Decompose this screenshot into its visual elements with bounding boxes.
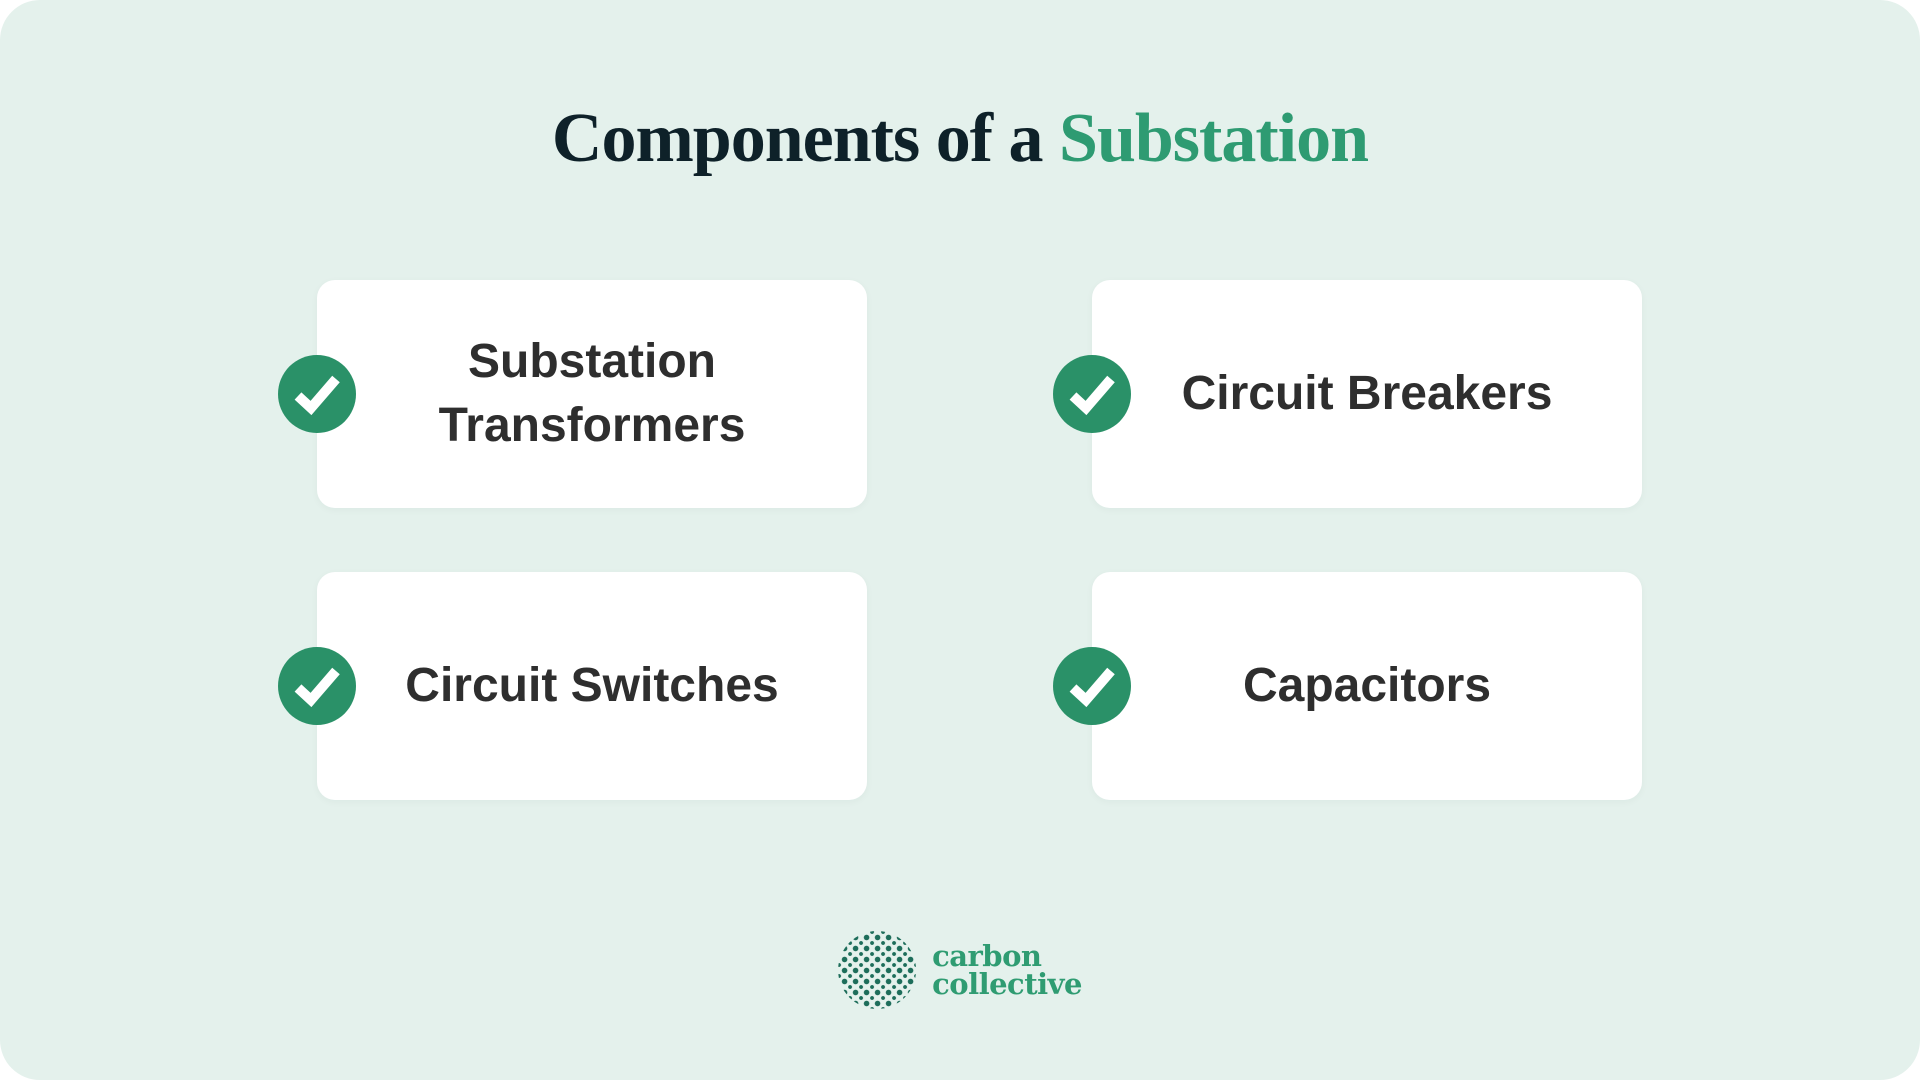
carbon-collective-logo: carbon collective: [838, 931, 1082, 1009]
logo-wordmark: carbon collective: [932, 939, 1082, 1001]
component-card-substation-transformers: Substation Transformers: [278, 280, 867, 508]
page-title: Components of a Substation: [0, 103, 1920, 175]
halftone-globe-icon: [838, 931, 917, 1009]
component-card-circuit-breakers: Circuit Breakers: [1053, 280, 1642, 508]
components-grid: Substation Transformers Circuit Breakers…: [278, 280, 1642, 800]
logo-wordmark-line2: collective: [932, 967, 1082, 1001]
component-label: Circuit Switches: [405, 659, 779, 712]
component-label: Substation Transformers: [438, 335, 746, 452]
component-card-circuit-switches: Circuit Switches: [278, 572, 867, 800]
component-card-capacitors: Capacitors: [1053, 572, 1642, 800]
logo-wordmark-line1: carbon: [932, 939, 1042, 973]
checkmark-icon: [278, 355, 356, 433]
checkmark-icon: [1053, 355, 1131, 433]
title-prefix: Components of a: [551, 100, 1060, 177]
title-highlight: Substation: [1059, 100, 1369, 177]
component-label: Capacitors: [1242, 659, 1492, 712]
checkmark-icon: [278, 647, 356, 725]
checkmark-icon: [1053, 647, 1131, 725]
component-label: Circuit Breakers: [1181, 367, 1553, 420]
